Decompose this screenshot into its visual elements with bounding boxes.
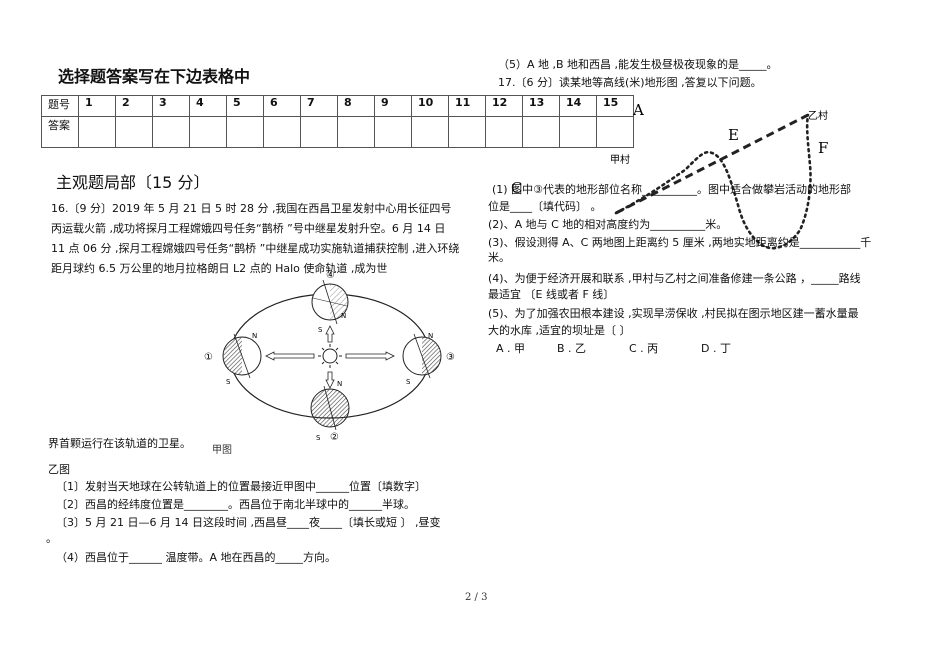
route-e-line <box>615 113 809 215</box>
map-label-f: F <box>818 139 828 157</box>
north-label: N <box>341 312 346 320</box>
answer-cell[interactable] <box>411 116 449 148</box>
q17-sub3: (3)、假设测得 A、C 两地图上距离约 5 厘米 ,两地实地距离约是_____… <box>488 236 872 249</box>
option-b[interactable]: B . 乙 <box>557 342 587 355</box>
q-number: 8 <box>337 95 375 117</box>
q17-sub5: (5)、为了加强农田根本建设 ,实现旱涝保收 ,村民拟在图示地区建一蓄水量最 <box>488 307 859 320</box>
pos-3-label: ③ <box>446 352 455 363</box>
north-label: N <box>428 332 433 340</box>
answer-table: 题号 1 2 3 4 5 6 7 8 9 10 11 12 13 14 15 答… <box>41 95 634 148</box>
answer-cell[interactable] <box>559 116 597 148</box>
answer-table-answer-row: 答案 <box>41 116 634 148</box>
q17-sub1-cont: 位是____〔填代码〕 。 <box>488 200 602 213</box>
map-label-c: C <box>511 179 523 197</box>
sun-icon <box>318 344 342 368</box>
q17-sub5-cont: 大的水库 ,适宜的坝址是〔 〕 <box>488 324 631 337</box>
option-c[interactable]: C . 丙 <box>629 342 659 355</box>
earth-position-1: ① N S <box>204 332 262 386</box>
earth-position-2: ② N S <box>310 380 350 443</box>
q-number: 10 <box>411 95 449 117</box>
village-yi-label: 乙村 <box>808 109 828 122</box>
q17-sub4-cont: 最适宜 〔E 线或者 F 线〕 <box>488 288 615 301</box>
answer-cell[interactable] <box>485 116 523 148</box>
earth-orbit-diagram: ④ N S ② N S ① N S ③ N S <box>204 270 455 443</box>
q17-sub2: (2)、A 地与 C 地的相对高度约为__________米。 <box>488 218 728 231</box>
q16-sub1: 〔1〕发射当天地球在公转轨道上的位置最接近甲图中______位置〔填数字〕 <box>56 480 426 493</box>
q16-sub3-tail: 。 <box>46 532 57 545</box>
subjective-section-title: 主观题局部〔15 分〕 <box>56 173 210 192</box>
q16-sub5: （5）A 地 ,B 地和西昌 ,能发生极昼极夜现象的是_____。 <box>498 58 778 71</box>
answer-cell[interactable] <box>596 116 634 148</box>
north-label: N <box>337 380 342 388</box>
q16-intro: 16.〔9 分〕2019 年 5 月 21 日 5 时 28 分 ,我国在西昌卫… <box>51 202 460 275</box>
q-number: 11 <box>448 95 486 117</box>
q16-intro-tail: 界首颗运行在该轨道的卫星。 <box>48 437 191 450</box>
answer-cell[interactable] <box>374 116 412 148</box>
choice-section-title: 选择题答案写在下边表格中 <box>58 67 251 86</box>
answer-cell[interactable] <box>263 116 301 148</box>
route-f-line <box>614 113 812 250</box>
map-label-e: E <box>728 126 739 144</box>
q-number: 7 <box>300 95 338 117</box>
q-number: 1 <box>78 95 116 117</box>
figure-yi-caption: 乙图 <box>48 463 70 476</box>
south-label: S <box>318 326 323 334</box>
q17-sub1: (1) 图中③代表的地形部位名称__________。图中适合做攀岩活动的地形部 <box>492 183 851 196</box>
q16-sub3: 〔3〕5 月 21 日—6 月 14 日这段时间 ,西昌昼____夜____〔填… <box>56 516 441 529</box>
q-number: 5 <box>226 95 264 117</box>
earth-position-4: ④ N S <box>311 270 349 334</box>
answer-cell[interactable] <box>448 116 486 148</box>
answer-cell[interactable] <box>300 116 338 148</box>
row-label-answer: 答案 <box>41 116 79 148</box>
answer-cell[interactable] <box>78 116 116 148</box>
q-number: 3 <box>152 95 190 117</box>
page-number: 2 / 3 <box>465 592 488 603</box>
south-label: S <box>316 434 321 442</box>
earth-position-3: ③ N S <box>402 332 455 386</box>
pos-4-label: ④ <box>326 270 335 281</box>
q16-sub2: 〔2〕西昌的经纬度位置是________。西昌位于南北半球中的______半球。 <box>56 498 415 511</box>
answer-cell[interactable] <box>189 116 227 148</box>
sunlight-arrows <box>265 325 395 389</box>
south-label: S <box>406 378 411 386</box>
option-d[interactable]: D . 丁 <box>701 342 731 355</box>
answer-cell[interactable] <box>226 116 264 148</box>
map-label-a: A <box>632 101 644 119</box>
answer-cell[interactable] <box>337 116 375 148</box>
q-number: 4 <box>189 95 227 117</box>
q-number: 6 <box>263 95 301 117</box>
q-number: 2 <box>115 95 153 117</box>
q16-sub4: （4）西昌位于______ 温度带。A 地在西昌的_____方向。 <box>56 551 337 564</box>
answer-cell[interactable] <box>115 116 153 148</box>
q-number: 15 <box>596 95 634 117</box>
q17-title: 17.〔6 分〕读某地等高线(米)地形图 ,答复以下问题。 <box>498 76 762 89</box>
figure-jia-caption: 甲图 <box>212 445 232 456</box>
q-number: 9 <box>374 95 412 117</box>
south-label: S <box>226 378 231 386</box>
village-jia-label: 甲村 <box>610 153 630 166</box>
north-label: N <box>252 332 257 340</box>
pos-2-label: ② <box>330 432 339 443</box>
option-a[interactable]: A . 甲 <box>496 342 526 355</box>
answer-cell[interactable] <box>152 116 190 148</box>
q17-sub3-cont: 米。 <box>488 251 510 264</box>
pos-1-label: ① <box>204 352 213 363</box>
answer-table-number-row: 题号 1 2 3 4 5 6 7 8 9 10 11 12 13 14 15 <box>41 95 634 117</box>
q17-sub4: (4)、为便于经济开展和联系 ,甲村与乙村之间准备修建一条公路 ，_____路线 <box>488 272 861 285</box>
row-label-number: 题号 <box>41 95 79 117</box>
topographic-map: A E F 甲村 乙村 <box>610 101 828 250</box>
